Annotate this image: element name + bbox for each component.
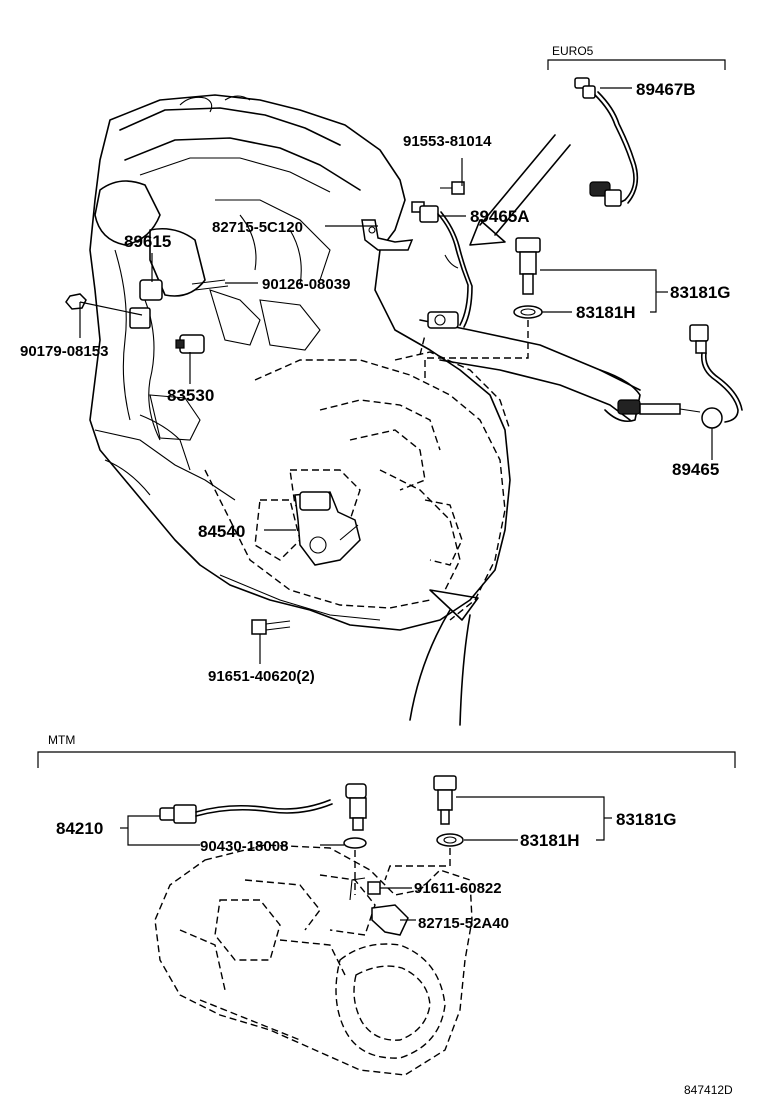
part-number-83181g-bottom: 83181G	[616, 810, 677, 829]
part-number-83181g-top: 83181G	[670, 283, 731, 302]
part-labels: EURO5 89467B 91553-81014 89465A 82715-5C…	[20, 44, 733, 1097]
part-number-91553-81014: 91553-81014	[403, 133, 492, 150]
part-number-83181h-top: 83181H	[576, 303, 636, 322]
part-number-89467b: 89467B	[636, 80, 696, 99]
part-number-91611-60822: 91611-60822	[414, 880, 502, 897]
diagram-code: 847412D	[684, 1083, 733, 1097]
part-number-83530: 83530	[167, 386, 214, 405]
section-label-mtm: MTM	[48, 733, 75, 747]
engine-transaxle-assembly	[89, 94, 641, 726]
part-number-83181h-bottom: 83181H	[520, 831, 580, 850]
upper-leader-lines	[79, 59, 726, 664]
section-label-euro5: EURO5	[552, 44, 594, 58]
part-number-82715-52a40: 82715-52A40	[418, 915, 509, 932]
part-number-84540: 84540	[198, 522, 245, 541]
part-number-89615: 89615	[124, 232, 171, 251]
upper-sensor-parts	[65, 77, 743, 635]
mtm-leader-lines	[120, 796, 612, 921]
part-number-90179-08153: 90179-08153	[20, 343, 108, 360]
part-number-89465: 89465	[672, 460, 719, 479]
part-number-90126-08039: 90126-08039	[262, 276, 350, 293]
part-number-89465a: 89465A	[470, 207, 530, 226]
part-number-84210: 84210	[56, 819, 103, 838]
mtm-section	[37, 751, 736, 1076]
part-number-91651-40620: 91651-40620(2)	[208, 668, 315, 685]
part-number-90430-18008: 90430-18008	[200, 838, 288, 855]
part-number-82715-5c120: 82715-5C120	[212, 219, 303, 236]
